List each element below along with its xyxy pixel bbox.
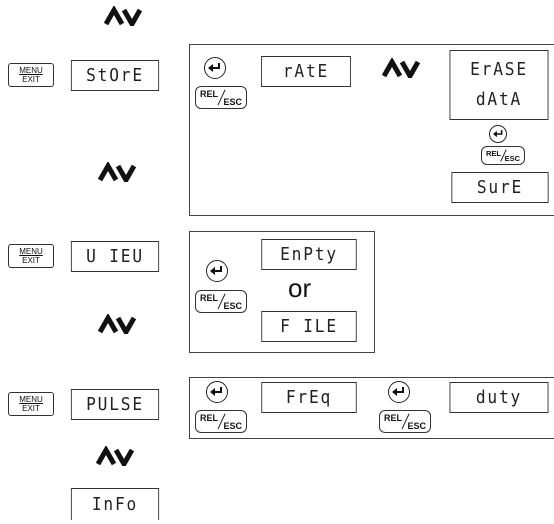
rel-label: REL xyxy=(486,149,501,158)
rel-esc-key[interactable]: REL ESC xyxy=(195,86,247,109)
menu-key-label: MENU xyxy=(19,66,43,75)
rel-label: REL xyxy=(200,293,218,303)
rel-esc-key[interactable]: REL ESC xyxy=(379,410,431,433)
menu-key-label: MENU xyxy=(19,247,43,256)
up-down-arrows-icon xyxy=(382,58,420,78)
lcd-duty: duty xyxy=(449,382,549,413)
enter-return-icon[interactable] xyxy=(489,125,507,143)
lcd-empty: EnPty xyxy=(261,239,357,270)
up-down-arrows-icon xyxy=(104,6,142,26)
rel-esc-key[interactable]: REL ESC xyxy=(195,290,247,313)
lcd-pulse: PULSE xyxy=(70,389,160,420)
lcd-freq: FrEq xyxy=(261,382,357,413)
menu-exit-key[interactable]: MENU EXIT xyxy=(8,392,54,416)
enter-return-icon[interactable] xyxy=(206,260,228,282)
lcd-rate: rAtE xyxy=(261,56,351,87)
esc-label: ESC xyxy=(407,421,426,431)
view-panel xyxy=(189,231,375,353)
esc-label: ESC xyxy=(223,97,242,107)
menu-exit-key[interactable]: MENU EXIT xyxy=(8,63,54,87)
store-panel xyxy=(189,44,554,216)
exit-key-label: EXIT xyxy=(22,256,40,265)
esc-label: ESC xyxy=(223,301,242,311)
erase-line-1: ErASE xyxy=(470,59,528,80)
rel-esc-key[interactable]: REL ESC xyxy=(481,146,525,165)
or-label: or xyxy=(288,273,312,303)
pulse-panel xyxy=(189,377,554,439)
erase-line-2: dAtA xyxy=(475,89,523,110)
up-down-arrows-icon xyxy=(96,446,134,466)
rel-esc-key[interactable]: REL ESC xyxy=(195,410,247,433)
menu-key-label: MENU xyxy=(19,395,43,404)
lcd-info: InFo xyxy=(70,488,160,520)
lcd-file: F ILE xyxy=(261,311,357,342)
enter-return-icon[interactable] xyxy=(206,381,228,403)
exit-key-label: EXIT xyxy=(22,75,40,84)
enter-return-icon[interactable] xyxy=(204,57,226,79)
rel-label: REL xyxy=(200,89,218,99)
rel-label: REL xyxy=(384,413,402,423)
rel-label: REL xyxy=(200,413,218,423)
enter-return-icon[interactable] xyxy=(388,381,410,403)
lcd-erase-data: ErASE dAtA xyxy=(449,50,549,120)
lcd-view: U IEU xyxy=(70,241,160,272)
menu-exit-key[interactable]: MENU EXIT xyxy=(8,244,54,268)
exit-key-label: EXIT xyxy=(22,404,40,413)
up-down-arrows-icon xyxy=(98,314,136,334)
lcd-sure: SurE xyxy=(451,172,549,203)
up-down-arrows-icon xyxy=(98,162,136,182)
esc-label: ESC xyxy=(223,421,242,431)
esc-label: ESC xyxy=(504,154,520,163)
lcd-store: StOrE xyxy=(70,60,160,91)
